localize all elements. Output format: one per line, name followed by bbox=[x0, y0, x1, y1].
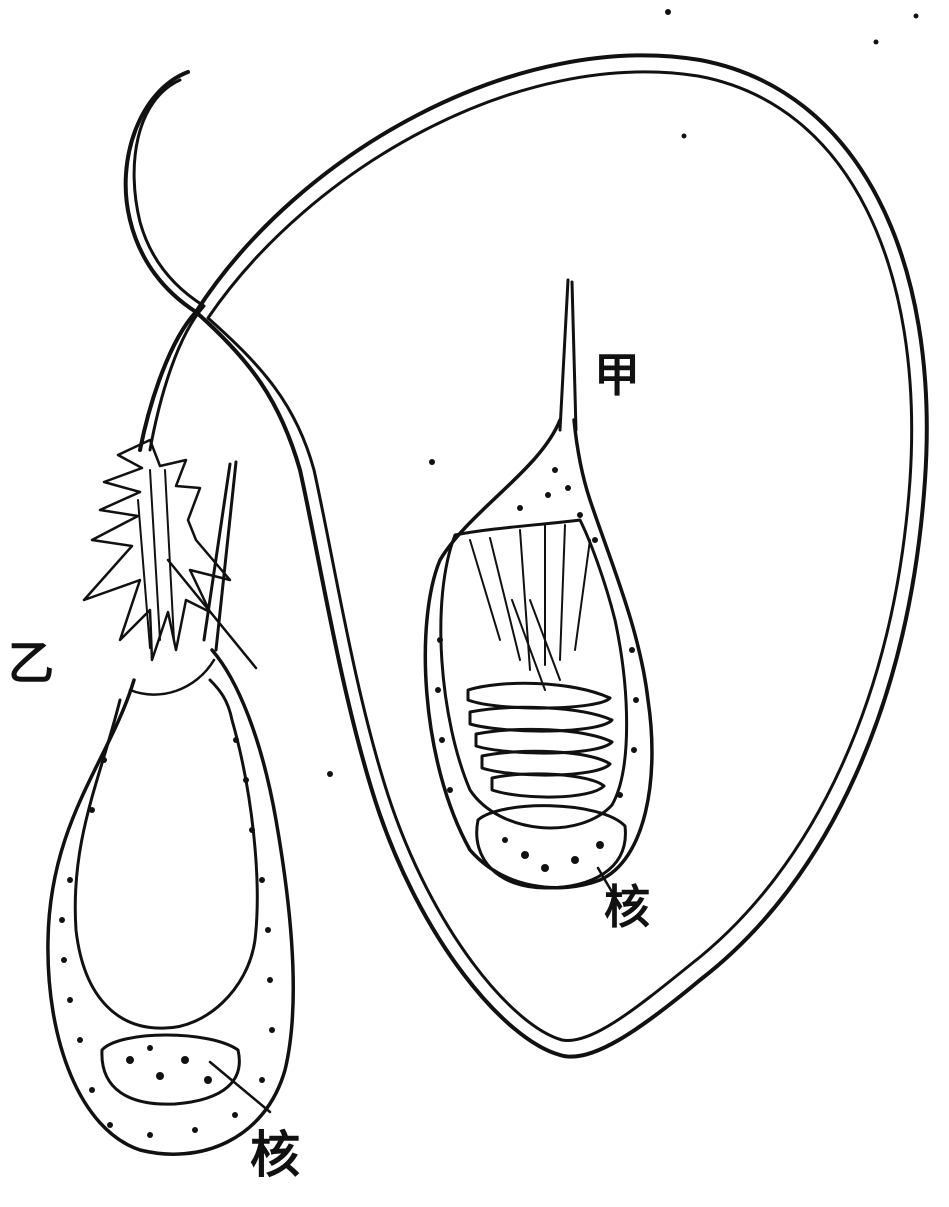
cell-yi-label: 乙 bbox=[8, 640, 54, 686]
nucleus-yi-label: 核 bbox=[250, 1130, 300, 1180]
flagellum bbox=[126, 72, 204, 450]
nucleus-jia-label: 核 bbox=[604, 884, 650, 930]
cell-yi bbox=[48, 440, 293, 1154]
outer-cell-wall bbox=[196, 55, 927, 1056]
cell-jia-label: 甲 bbox=[594, 352, 640, 398]
